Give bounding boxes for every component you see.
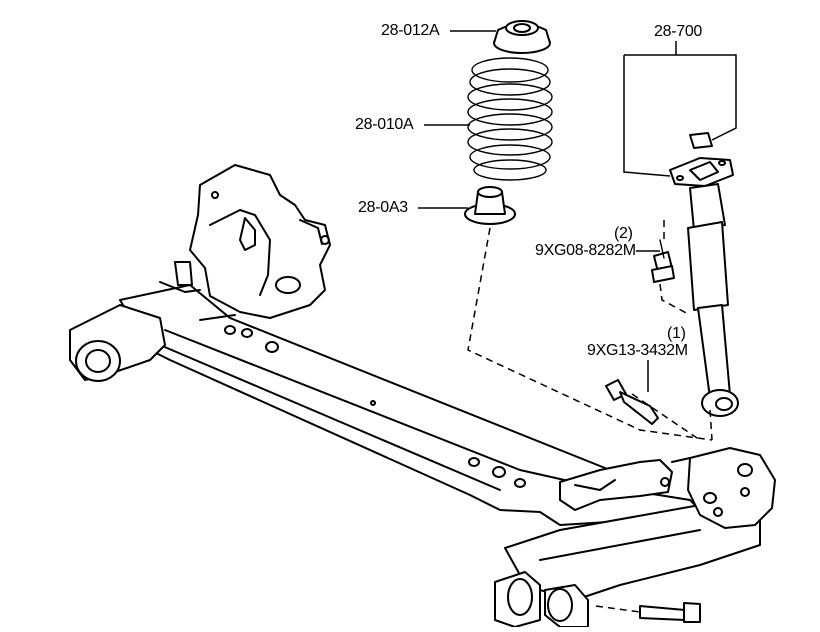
beam-hole (265, 341, 279, 353)
upper-bolt (651, 239, 675, 283)
left-bushing (75, 340, 121, 382)
leader-lines (418, 30, 737, 392)
callout-lower-bolt: 9XG13-3432M (587, 342, 688, 359)
callout-coil-spring: 28-010A (355, 116, 414, 133)
assembly-guides (467, 220, 713, 613)
beam-hole (514, 478, 526, 488)
callout-shock-absorber: 28-700 (654, 23, 703, 40)
lower-spring-seat (464, 186, 516, 225)
lower-bolt (605, 379, 659, 425)
callout-spring-seat-upper: 28-012A (381, 22, 440, 39)
callout-spring-seat-lower: 28-0A3 (358, 199, 408, 216)
left-shock-bracket (159, 164, 331, 319)
callout-lower-bolt-qty: (1) (667, 325, 686, 342)
callout-upper-bolt-qty: (2) (614, 225, 633, 242)
beam-hole (224, 325, 236, 335)
torsion-beam-axle (69, 284, 761, 628)
rear-bolt (639, 602, 701, 623)
beam-hole (492, 466, 506, 478)
right-hub-mount (559, 447, 776, 529)
upper-spring-seat (493, 20, 551, 54)
beam-hole (468, 457, 480, 467)
beam-hole (241, 328, 253, 338)
shock-absorber (669, 132, 739, 417)
callout-upper-bolt: 9XG08-8282M (535, 242, 636, 259)
coil-spring (467, 57, 553, 181)
